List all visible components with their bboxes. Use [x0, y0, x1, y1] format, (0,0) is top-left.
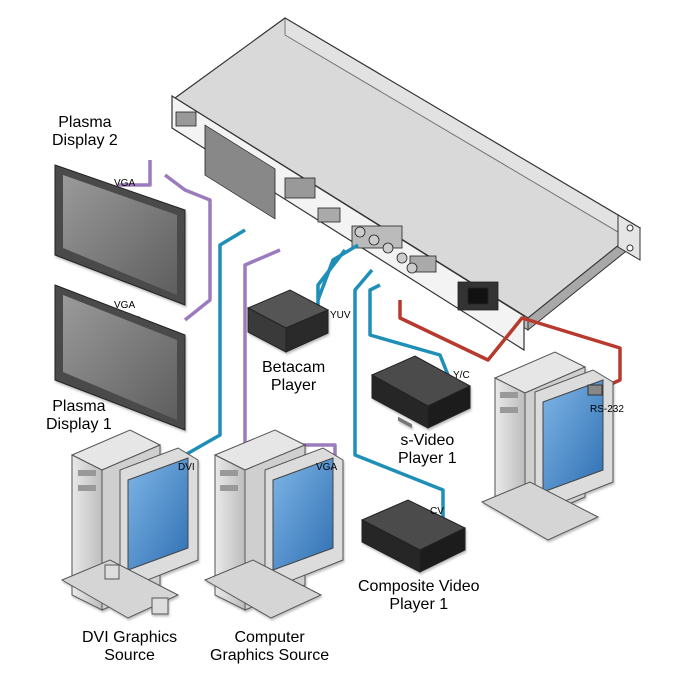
- svideo-line1: s-Video: [400, 432, 455, 449]
- plasma-display-1-label: Plasma Display 1: [46, 398, 112, 433]
- bnc-connectors: [354, 226, 418, 274]
- composite-player-label: Composite Video Player 1: [358, 578, 480, 613]
- plasma-display-2: [54, 164, 186, 306]
- dvi-source-line2: Source: [104, 646, 155, 664]
- switcher-unit: [171, 17, 642, 352]
- betacam-line1: Betacam: [262, 359, 326, 376]
- plasma-display-2-line2: Display 2: [52, 131, 118, 149]
- cable-label-vga-top: VGA: [114, 178, 136, 189]
- cable-label-cv: CV: [430, 506, 444, 517]
- plasma-display-1: [54, 284, 186, 431]
- cable-label-rs232: RS-232: [590, 404, 624, 415]
- computer-source-label: Computer Graphics Source: [210, 629, 329, 664]
- rs232-controller-computer: [480, 351, 614, 541]
- plasma-display-2-label: Plasma Display 2: [52, 114, 118, 149]
- plasma-display-1-line2: Display 1: [46, 415, 112, 433]
- computer-source-line1: Computer: [234, 629, 305, 646]
- cable-label-vga-mid: VGA: [114, 300, 136, 311]
- computer-graphics-computer: [203, 429, 344, 619]
- cable-label-yuv: YUV: [330, 310, 351, 321]
- composite-player: [360, 499, 467, 573]
- cable-label-vga-source: VGA: [316, 462, 338, 473]
- svideo-player-label: s-Video Player 1: [398, 432, 457, 467]
- cable-label-dvi: DVI: [178, 462, 195, 473]
- dvi-source-line1: DVI Graphics: [82, 629, 178, 646]
- betacam-line2: Player: [270, 376, 317, 394]
- svideo-line2: Player 1: [398, 449, 457, 467]
- composite-line2: Player 1: [389, 595, 449, 613]
- dvi-graphics-computer: [60, 429, 199, 619]
- betacam-player-label: Betacam Player: [262, 359, 325, 394]
- rs232-cable: [398, 300, 622, 392]
- dvi-source-label: DVI Graphics Source: [82, 629, 177, 664]
- composite-line1: Composite Video: [358, 578, 480, 595]
- betacam-player: [246, 289, 330, 353]
- plasma-display-1-line1: Plasma: [52, 398, 106, 415]
- plasma-display-2-line1: Plasma: [58, 114, 112, 131]
- computer-source-line2: Graphics Source: [210, 646, 330, 664]
- cable-label-yc: Y/C: [453, 370, 470, 381]
- svideo-player: [370, 355, 472, 429]
